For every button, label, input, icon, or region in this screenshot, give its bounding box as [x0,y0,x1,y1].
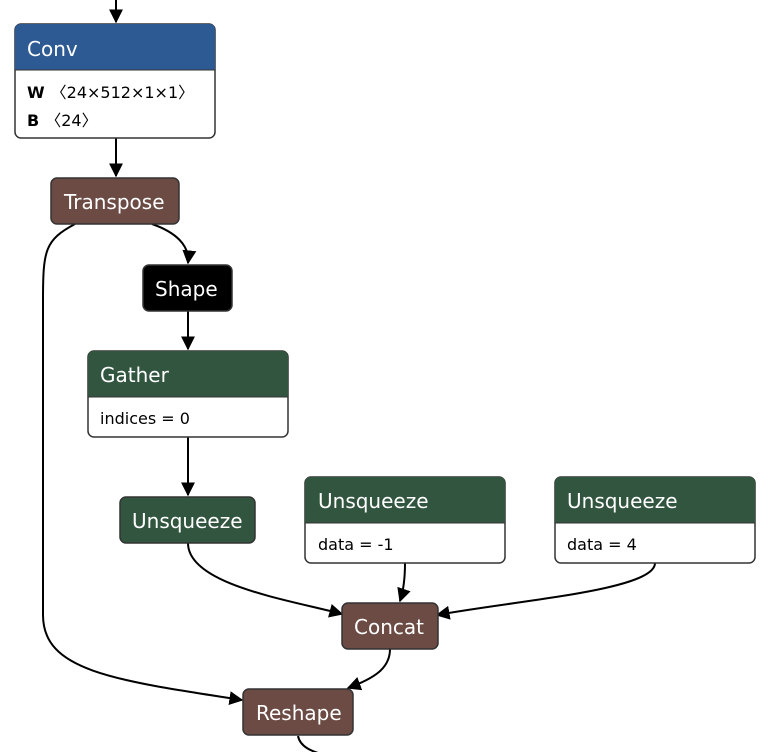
node-unsqueeze-c-header [555,477,755,523]
edge-unsqueeze-concat-mid [397,562,411,603]
node-unsqueeze-c-title: Unsqueeze [567,489,678,513]
node-unsqueeze-c-attr: data = 4 [567,535,637,554]
edge-unsqueeze-concat-left [187,542,344,618]
node-gather-attr: indices = 0 [100,409,190,428]
edge-transpose-reshape [42,223,244,706]
node-conv-title: Conv [27,37,78,61]
node-gather[interactable]: Gather indices = 0 [87,350,289,438]
node-transpose[interactable]: Transpose [50,177,180,225]
node-gather-header [88,351,288,397]
node-unsqueeze-b[interactable]: Unsqueeze data = -1 [304,476,506,564]
node-unsqueeze-a-title: Unsqueeze [132,509,243,533]
node-transpose-title: Transpose [63,190,165,214]
attr-b-value: 〈24〉 [45,111,97,130]
node-unsqueeze-a[interactable]: Unsqueeze [119,496,256,544]
node-reshape[interactable]: Reshape [242,688,354,736]
attr-w-name: W [27,83,45,102]
node-unsqueeze-b-title: Unsqueeze [318,489,429,513]
node-gather-title: Gather [100,363,170,387]
edges [42,0,656,752]
edge-concat-reshape [346,648,391,691]
node-transpose-body [50,177,180,225]
attr-w-value: 〈24×512×1×1〉 [51,83,194,102]
node-unsqueeze-b-header [305,477,505,523]
edge-transpose-shape [151,223,197,265]
node-unsqueeze-c[interactable]: Unsqueeze data = 4 [554,476,756,564]
edge-unsqueeze-concat-right [435,562,656,620]
node-reshape-title: Reshape [256,701,342,725]
node-concat-body [341,602,439,650]
node-conv-attr-w: W 〈24×512×1×1〉 [27,83,194,102]
edge-reshape-output [297,735,319,752]
node-shape[interactable]: Shape [142,264,233,312]
node-shape-body [142,264,233,312]
node-reshape-body [242,688,354,736]
node-unsqueeze-a-body [119,496,256,544]
node-conv[interactable]: Conv W 〈24×512×1×1〉 B 〈24〉 [14,23,216,139]
node-concat[interactable]: Concat [341,602,439,650]
attr-b-name: B [27,111,39,130]
node-unsqueeze-b-attr: data = -1 [318,535,394,554]
node-conv-attr-b: B 〈24〉 [27,111,98,130]
node-concat-title: Concat [354,615,424,639]
node-conv-header [15,24,215,70]
node-shape-title: Shape [155,277,218,301]
